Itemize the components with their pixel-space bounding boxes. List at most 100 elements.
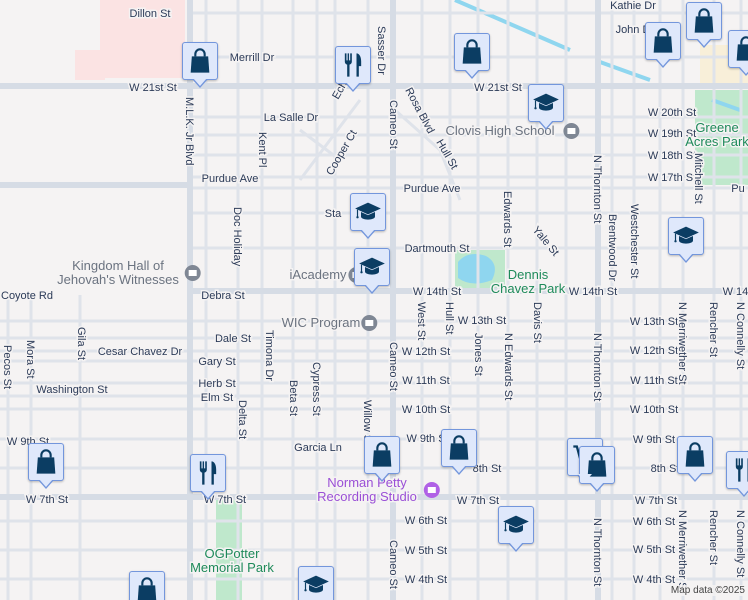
place-label: iAcademy <box>289 267 347 282</box>
map-area <box>100 0 185 78</box>
place-label: Chavez Park <box>491 281 566 296</box>
street-label: Gary St <box>198 356 235 368</box>
place-label: Norman Petty <box>327 475 407 490</box>
place-school[interactable]: Clovis High School <box>444 122 580 140</box>
street-label: Rencher St <box>707 302 719 357</box>
shopping-bag-icon <box>445 434 473 462</box>
street-label: Herb St <box>198 378 235 390</box>
school-marker[interactable] <box>354 248 390 294</box>
shopping-bag-icon <box>732 35 748 63</box>
street-label: W 11th St <box>402 375 449 387</box>
street-label: Delta St <box>236 400 248 439</box>
street-label: Dartmouth St <box>405 243 470 255</box>
shopping-bag-marker[interactable] <box>686 2 722 48</box>
shopping-bag-marker[interactable] <box>182 42 218 88</box>
school-marker[interactable] <box>498 506 534 552</box>
place-label: Recording Studio <box>317 489 417 504</box>
street-label: N Thornton St <box>591 155 603 223</box>
school-marker[interactable] <box>668 217 704 263</box>
street-label: Mitchell St <box>692 153 704 204</box>
place-label: Kingdom Hall of <box>72 258 164 273</box>
street-label: W 5th St <box>633 544 675 556</box>
street-label: N Connelly St <box>734 510 746 577</box>
street-label: N Thornton St <box>591 518 603 586</box>
shopping-bag-marker[interactable] <box>129 571 165 600</box>
street-label: Edwards St <box>501 191 513 247</box>
shopping-bag-marker[interactable] <box>364 436 400 482</box>
place-label: WIC Program <box>282 315 361 330</box>
street-label: Washington St <box>36 384 107 396</box>
school-marker[interactable] <box>350 193 386 239</box>
pond <box>458 254 495 284</box>
street-label: W 13th St <box>630 316 678 328</box>
street-label: West St <box>415 302 427 340</box>
street-label: Davis St <box>531 302 543 343</box>
street-label: Rosa Blvd <box>402 86 436 136</box>
place-government[interactable]: WIC Program <box>280 314 378 332</box>
shopping-bag-icon <box>32 448 60 476</box>
street-label: Cesar Chavez Dr <box>98 346 183 358</box>
street-label: Merrill Dr <box>230 52 275 64</box>
restaurant-icon <box>339 51 367 79</box>
street-label: Purdue Ave <box>202 173 259 185</box>
street-label: W 7th St <box>26 494 68 506</box>
street-label: Elm St <box>201 392 233 404</box>
map-attribution[interactable]: Map data ©2025 <box>667 585 748 596</box>
school-icon <box>354 198 382 226</box>
street-label: Doc Holiday <box>231 207 243 267</box>
school-marker[interactable] <box>528 84 564 130</box>
street-label: W 6th St <box>405 515 447 527</box>
street-label: W 6th St <box>633 516 675 528</box>
street-label: Hull St <box>443 302 455 334</box>
street-label: Cameo St <box>387 100 399 149</box>
street-label: M.L.K. Jr Blvd <box>183 97 195 165</box>
street-label: W 19th St <box>648 128 696 140</box>
street-label: Purdue Ave <box>404 183 461 195</box>
school-icon <box>502 511 530 539</box>
shopping-bag-icon <box>649 27 677 55</box>
street-label: Kathie Dr <box>610 0 656 12</box>
restaurant-marker[interactable] <box>335 46 371 92</box>
street-label: W 10th St <box>402 404 450 416</box>
restaurant-marker[interactable] <box>726 451 748 497</box>
street-label: Cameo St <box>387 540 399 589</box>
street-label: Cypress St <box>310 362 322 416</box>
school-icon <box>302 571 330 599</box>
shopping-bag-marker[interactable] <box>645 22 681 68</box>
street-label: W 14th <box>723 286 748 298</box>
street-label: W 10th St <box>630 404 678 416</box>
shopping-bag-icon <box>458 38 486 66</box>
shopping-bag-marker[interactable] <box>28 443 64 489</box>
shopping-bag-marker[interactable] <box>441 429 477 475</box>
restaurant-icon <box>194 459 222 487</box>
place-label: Memorial Park <box>190 560 274 575</box>
street-label: W 4th St <box>633 574 675 586</box>
street-label: 8th St <box>473 463 502 475</box>
street-label: W 20th St <box>648 107 696 119</box>
street-label: Sta <box>325 208 342 220</box>
map-area <box>75 50 105 80</box>
school-icon <box>358 253 386 281</box>
shopping-bag-marker[interactable] <box>677 436 713 482</box>
restaurant-marker[interactable] <box>190 454 226 500</box>
map-area <box>695 90 748 185</box>
street-label: W 17th St <box>648 172 696 184</box>
street-label: W 11th St <box>630 375 677 387</box>
shopping-bag-marker[interactable] <box>454 33 490 79</box>
street-label: N Connelly St <box>734 302 746 369</box>
school-marker[interactable] <box>298 566 334 600</box>
shopping-bag-marker[interactable] <box>728 30 748 76</box>
street-label: W 5th St <box>405 545 447 557</box>
place-label: Jehovah's Witnesses <box>57 272 179 287</box>
canal <box>711 98 741 112</box>
street-label: 8th St <box>651 463 680 475</box>
street-label: Dale St <box>215 333 251 345</box>
place-icon-glyph <box>567 128 576 134</box>
street-label: Sasser Dr <box>375 26 387 75</box>
